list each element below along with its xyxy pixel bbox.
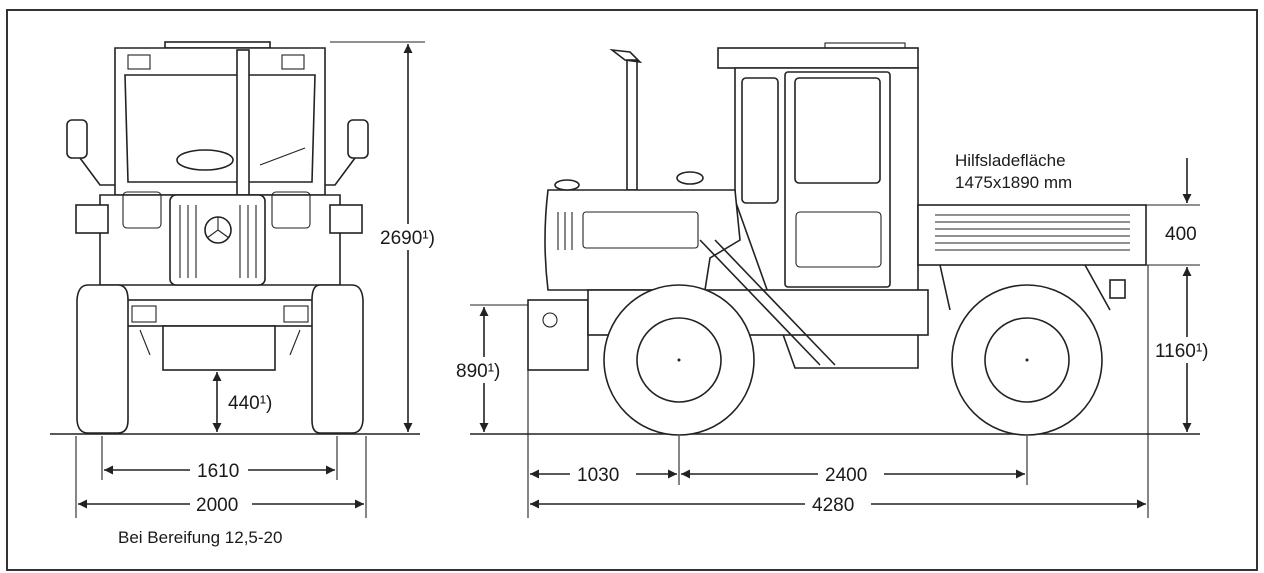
front-view: 2690¹) 440¹) 1610 2000 Bei Bereifung 12,… <box>50 41 444 547</box>
front-cab <box>114 47 326 196</box>
left-mirror <box>66 119 88 159</box>
exhaust-stack <box>236 49 250 196</box>
platform-side-height-label: 400 <box>1165 224 1197 245</box>
front-overhang-label: 1030 <box>577 465 619 486</box>
cab-door <box>784 71 891 288</box>
cab-door-window <box>794 77 881 184</box>
front-cab-roof <box>164 41 271 49</box>
side-exhaust <box>626 59 638 191</box>
radiator-grille <box>169 194 266 286</box>
side-cab-roof <box>717 47 919 69</box>
wheelbase-label: 2400 <box>825 465 867 486</box>
engine-hood <box>544 189 741 291</box>
front-height-label: 890¹) <box>456 361 500 382</box>
steering-wheel <box>176 149 234 171</box>
side-view: Hilfsladefläche 1475x1890 mm 400 1160¹) … <box>453 42 1226 518</box>
front-left-wheel <box>76 284 129 434</box>
cab-side-window <box>741 77 779 204</box>
side-front-bumper <box>527 299 589 371</box>
clearance-label: 440¹) <box>228 393 272 414</box>
loading-platform <box>917 204 1147 266</box>
right-mirror <box>347 119 369 159</box>
platform-title: Hilfsladefläche <box>955 151 1066 170</box>
front-windshield <box>124 74 316 183</box>
front-ballast-plate <box>162 325 276 371</box>
platform-height-label: 1160¹) <box>1155 341 1209 362</box>
platform-size: 1475x1890 mm <box>955 173 1072 192</box>
front-right-wheel <box>311 284 364 434</box>
track-label: 1610 <box>197 461 239 482</box>
overall-length-label: 4280 <box>812 495 854 516</box>
drawing-frame <box>6 9 1258 571</box>
tyre-note: Bei Bereifung 12,5-20 <box>118 528 282 547</box>
overall-width-label: 2000 <box>196 495 238 516</box>
height-label: 2690¹) <box>380 228 435 249</box>
